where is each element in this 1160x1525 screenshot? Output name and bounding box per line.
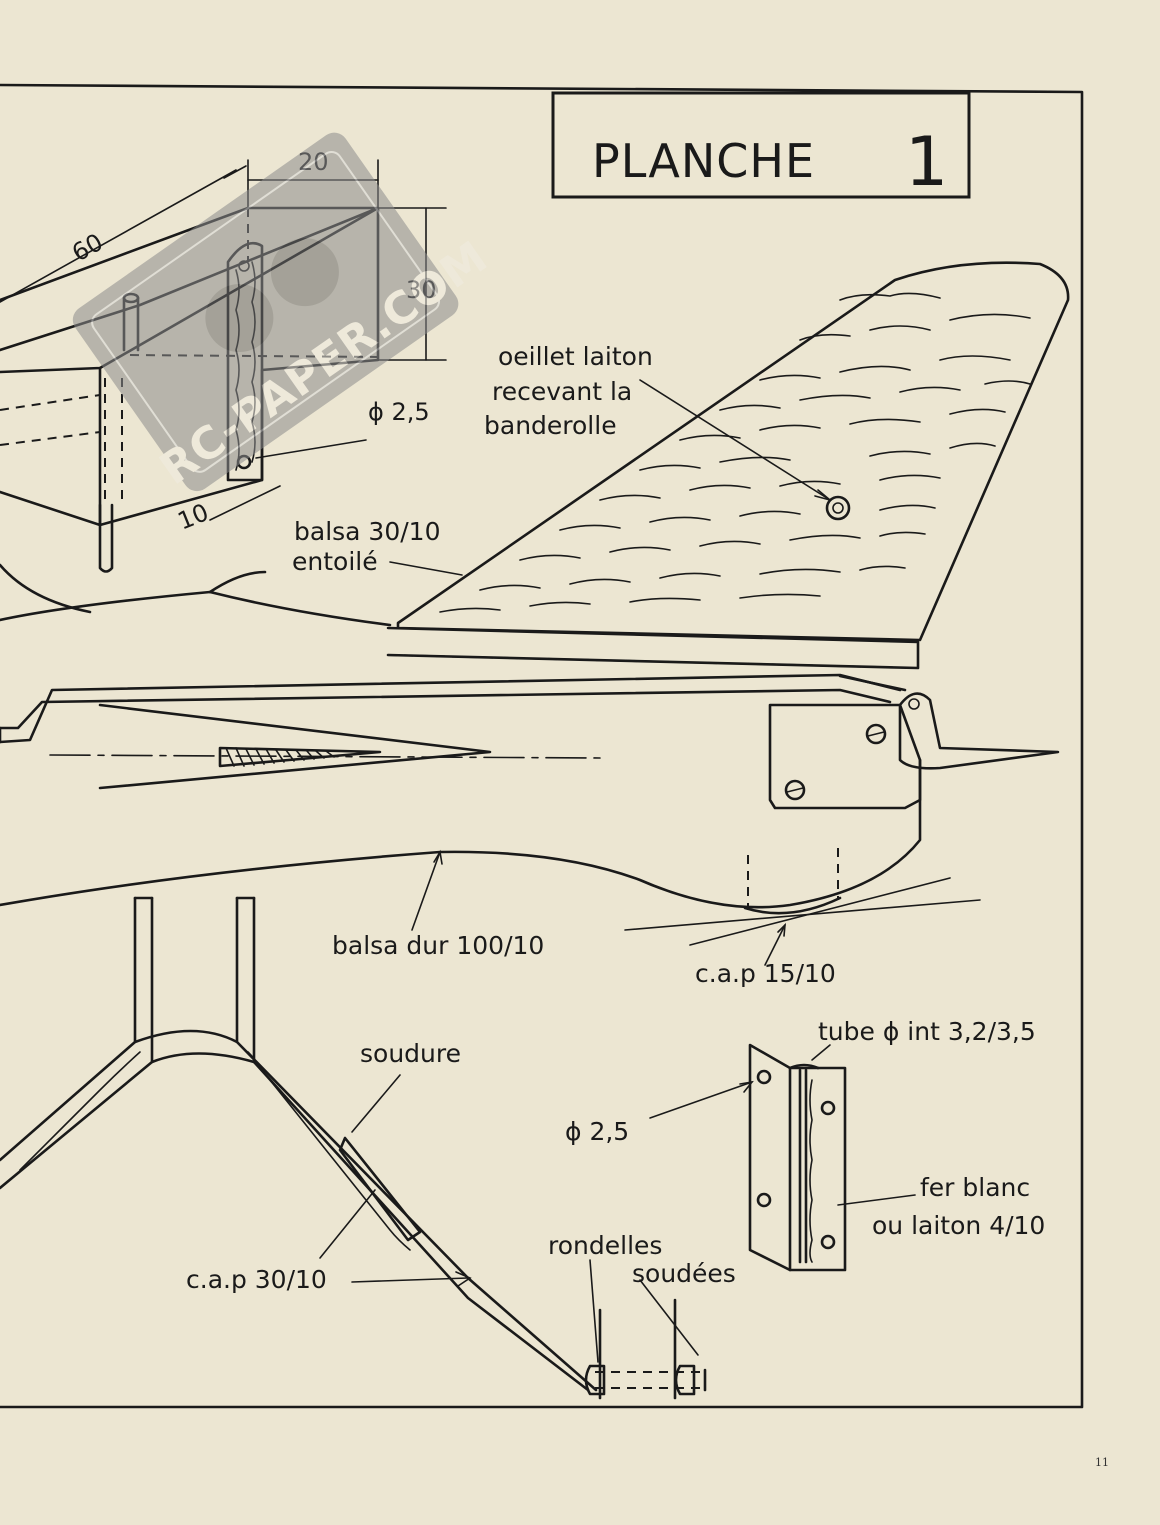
label-eyelet-3: banderolle <box>484 411 617 440</box>
label-washers-2: soudées <box>632 1259 736 1288</box>
label-tin-2: ou laiton 4/10 <box>872 1211 1045 1240</box>
watermark-stamp: RC-PAPER.COM <box>72 132 497 495</box>
label-cap-15: c.a.p 15/10 <box>695 959 836 988</box>
label-balsa-fin-2: entoilé <box>292 547 378 576</box>
label-balsa-hard: balsa dur 100/10 <box>332 931 544 960</box>
plate-title-box: PLANCHE 1 <box>551 91 971 202</box>
label-tube: tube ϕ int 3,2/3,5 <box>818 1017 1036 1046</box>
plate-title-number: 1 <box>905 123 948 202</box>
landing-gear-drawing: soudure c.a.p 30/10 rondelles soudées <box>0 896 736 1400</box>
label-eyelet-2: recevant la <box>492 377 632 406</box>
label-cap-30: c.a.p 30/10 <box>186 1265 327 1294</box>
plate-frame <box>0 83 1084 1409</box>
dimension-hole: ϕ 2,5 <box>368 398 430 426</box>
label-tin-1: fer blanc <box>920 1173 1030 1202</box>
label-eyelet-1: oeillet laiton <box>498 342 653 371</box>
label-hole-bracket: ϕ 2,5 <box>565 1117 629 1146</box>
fuselage-side-drawing: balsa dur 100/10 c.a.p 15/10 <box>0 673 1060 988</box>
page-number: 11 <box>1095 1456 1109 1469</box>
label-balsa-fin-1: balsa 30/10 <box>294 517 440 546</box>
hinge-bracket-drawing: tube ϕ int 3,2/3,5 ϕ 2,5 fer blanc ou la… <box>565 1017 1045 1272</box>
plate-title-word: PLANCHE <box>592 134 815 188</box>
label-washers-1: rondelles <box>548 1231 662 1260</box>
label-solder: soudure <box>360 1039 461 1068</box>
fin-drawing: oeillet laiton recevant la banderolle ba… <box>0 261 1070 670</box>
